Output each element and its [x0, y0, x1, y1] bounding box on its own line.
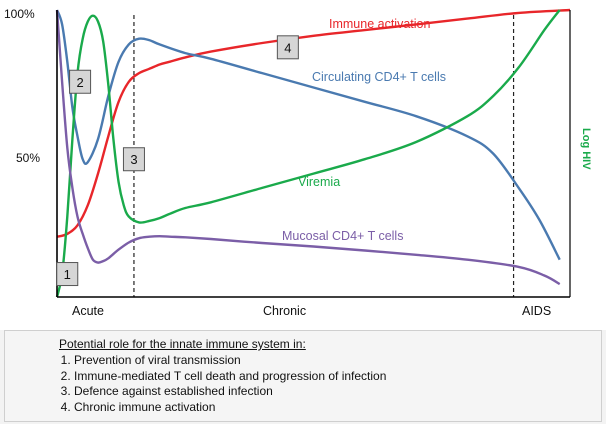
y-tick-label-100: 100% — [4, 7, 35, 21]
phase-label-aids: AIDS — [522, 304, 551, 318]
notes-item-2: Immune-mediated T cell death and progres… — [74, 369, 601, 385]
marker-box — [69, 69, 92, 94]
numbered-markers: 1 2 3 4 — [56, 35, 299, 287]
series-line-mucosal-cd4 — [55, 9, 561, 286]
notes-item-3: Defence against established infection — [74, 384, 601, 400]
series-label-immune-activation: Immune activation — [329, 17, 430, 31]
marker-label: 2 — [76, 75, 83, 90]
marker-label: 1 — [64, 267, 71, 282]
notes-title: Potential role for the innate immune sys… — [59, 337, 306, 351]
notes-item-1: Prevention of viral transmission — [74, 353, 601, 369]
marker-box — [56, 262, 79, 287]
marker-3: 3 — [122, 147, 145, 172]
marker-label: 3 — [130, 152, 137, 167]
marker-box — [122, 147, 145, 172]
series-lines — [55, 8, 571, 298]
y-tick-labels: 100% 50% — [4, 7, 40, 165]
phase-label-chronic: Chronic — [263, 304, 306, 318]
series-line-immune-activation — [56, 8, 571, 238]
series-line-circulating-cd4 — [55, 9, 561, 261]
series-line-viremia — [55, 9, 561, 298]
marker-2: 2 — [69, 69, 92, 94]
phase-labels: Acute Chronic AIDS — [72, 304, 551, 318]
marker-4: 4 — [276, 35, 299, 60]
chart-background — [0, 0, 606, 330]
series-label-mucosal-cd4: Mucosal CD4+ T cells — [282, 229, 403, 243]
marker-1: 1 — [56, 262, 79, 287]
series-label-circulating-cd4: Circulating CD4+ T cells — [312, 70, 446, 84]
series-labels: Immune activation Circulating CD4+ T cel… — [282, 17, 446, 243]
notes-list: Prevention of viral transmission Immune-… — [59, 353, 601, 415]
marker-label: 4 — [284, 40, 291, 55]
series-label-viremia: Viremia — [298, 175, 340, 189]
marker-box — [276, 35, 299, 60]
innate-immunity-notes: Potential role for the innate immune sys… — [4, 330, 602, 422]
right-axis-label: Log HIV — [580, 128, 592, 170]
notes-item-4: Chronic immune activation — [74, 400, 601, 416]
axes — [56, 10, 571, 298]
phase-label-acute: Acute — [72, 304, 104, 318]
hiv-progression-chart: 100% 50% Log HIV Acute Chronic AIDS Immu… — [0, 0, 606, 330]
y-tick-label-50: 50% — [16, 151, 40, 165]
